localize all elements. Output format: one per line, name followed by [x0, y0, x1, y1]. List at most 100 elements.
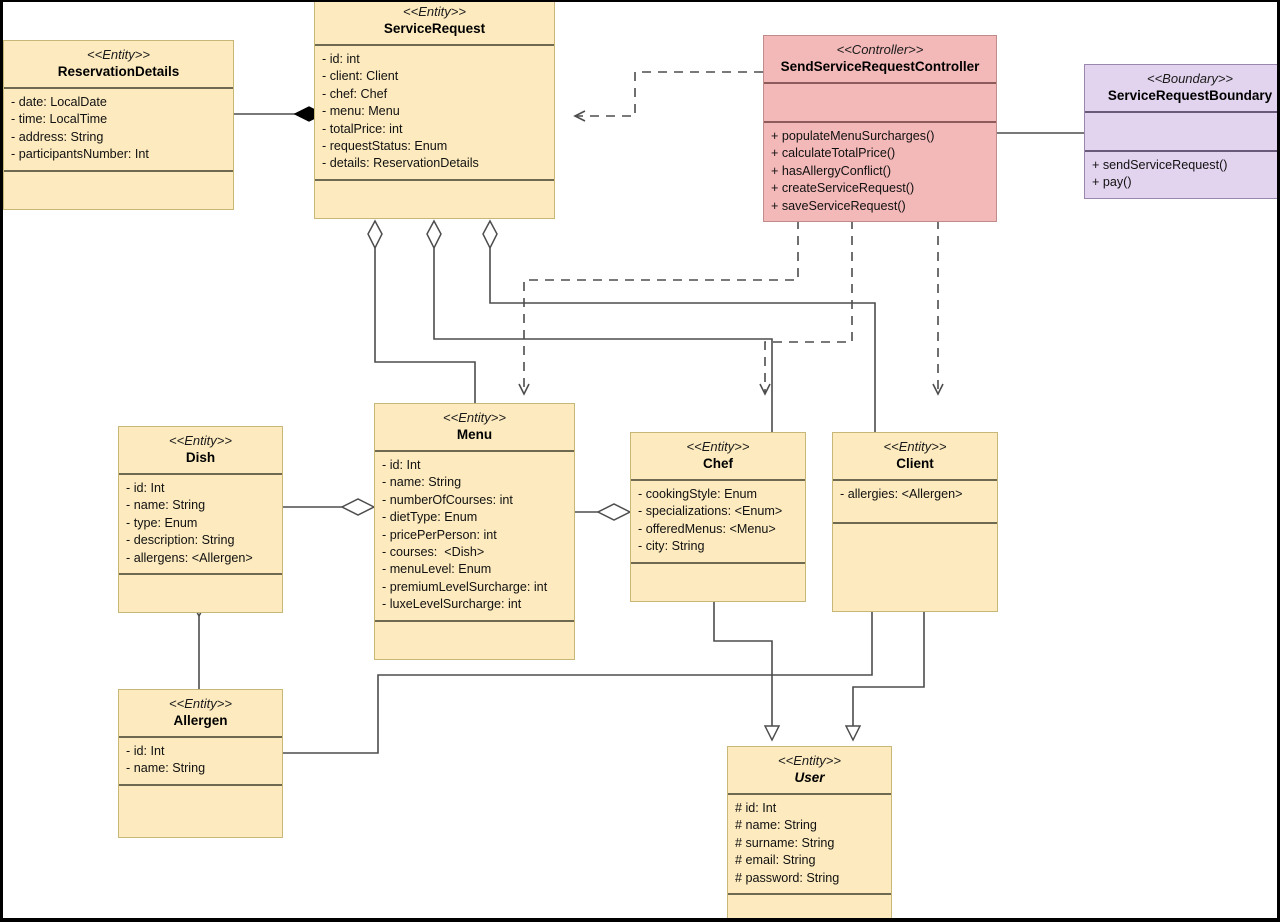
edge-chef-user: [713, 583, 772, 740]
separator: [1085, 150, 1277, 152]
class-service-request[interactable]: <<Entity>> ServiceRequest - id: int - cl…: [314, 2, 555, 219]
stereotype-label: <<Entity>>: [403, 4, 466, 19]
attribute-row: - cookingStyle: Enum: [638, 487, 757, 501]
class-name: ServiceRequest: [383, 21, 486, 36]
stereotype-label: <<Entity>>: [87, 47, 150, 62]
separator: [764, 82, 996, 84]
operation-row: + populateMenuSurcharges(): [771, 129, 935, 143]
edge-controller-chef: [759, 220, 853, 396]
attribute-row: - premiumLevelSurcharge: int: [382, 579, 548, 594]
attribute-row: - dietType: Enum: [382, 510, 478, 525]
operations-compartment: [315, 181, 554, 218]
class-name: Allergen: [173, 713, 228, 728]
stereotype-label: <<Entity>>: [169, 433, 232, 448]
class-header: <<Entity>> Chef: [631, 433, 805, 479]
class-menu[interactable]: <<Entity>> Menu - id: Int - name: String…: [374, 403, 575, 660]
class-dish[interactable]: <<Entity>> Dish - id: Int - name: String…: [118, 426, 283, 614]
edge-client-allergen: [283, 583, 880, 754]
operation-row: + saveServiceRequest(): [771, 198, 906, 213]
stereotype-label: <<Entity>>: [883, 439, 947, 454]
class-name: Dish: [185, 450, 216, 465]
attribute-row: - participantsNumber: Int: [11, 147, 149, 162]
edge-servicerequest-menu: [367, 219, 476, 403]
attribute-row: - allergens: <Allergen>: [126, 550, 253, 565]
class-reservation-details[interactable]: <<Entity>> ReservationDetails - date: Lo…: [3, 40, 234, 210]
class-name: ServiceRequestBoundary: [1107, 88, 1273, 103]
attribute-row: - offeredMenus: <Menu>: [638, 521, 776, 536]
separator: [728, 793, 891, 795]
class-service-request-boundary[interactable]: <<Boundary>> ServiceRequestBoundary + se…: [1084, 64, 1277, 199]
operations-compartment: [833, 524, 997, 611]
operations-compartment: [375, 622, 574, 659]
attribute-row: - numberOfCourses: int: [382, 492, 513, 507]
attribute-row: - specializations: <Enum>: [638, 504, 783, 519]
class-name: User: [794, 770, 825, 785]
attribute-row: - name: String: [126, 761, 206, 776]
attributes-compartment: # id: Int # name: String # surname: Stri…: [728, 795, 891, 893]
edge-servicerequest-chef: [426, 219, 773, 432]
attribute-row: # name: String: [735, 818, 817, 833]
attributes-compartment: - id: Int - name: String - type: Enum - …: [119, 475, 282, 573]
class-name: Client: [896, 456, 934, 471]
separator: [764, 121, 996, 123]
separator: [119, 573, 282, 576]
class-allergen[interactable]: <<Entity>> Allergen - id: Int - name: St…: [118, 689, 283, 838]
attribute-row: - id: Int: [382, 458, 421, 472]
operation-row: + hasAllergyConflict(): [771, 163, 892, 178]
attribute-row: - name: String: [126, 498, 206, 513]
attribute-row: - id: Int: [126, 481, 165, 495]
class-name: Chef: [703, 456, 733, 471]
attribute-row: # password: String: [735, 870, 840, 885]
attribute-row: # email: String: [735, 853, 816, 868]
attribute-row: - details: ReservationDetails: [322, 156, 479, 171]
attribute-row: - name: String: [382, 475, 462, 490]
separator: [119, 473, 282, 475]
separator: [375, 619, 574, 622]
attribute-row: - courses: <Dish>: [382, 545, 485, 560]
attributes-compartment: [764, 84, 996, 121]
separator: [631, 561, 805, 564]
stereotype-label: <<Entity>>: [169, 696, 232, 711]
attribute-row: - chef: Chef: [322, 86, 388, 101]
separator: [375, 450, 574, 452]
attributes-compartment: - id: Int - name: String: [119, 738, 282, 784]
attributes-compartment: [1085, 113, 1277, 150]
class-send-service-request-controller[interactable]: <<Controller>> SendServiceRequestControl…: [763, 35, 997, 223]
attribute-row: - address: String: [11, 129, 104, 144]
attributes-compartment: - date: LocalDate - time: LocalTime - ad…: [4, 89, 233, 170]
separator: [119, 783, 282, 786]
operations-compartment: + populateMenuSurcharges() + calculateTo…: [764, 123, 996, 221]
stereotype-label: <<Entity>>: [686, 439, 750, 454]
attribute-row: - type: Enum: [126, 515, 198, 530]
edge-menu-dish: [283, 498, 376, 516]
separator: [833, 479, 997, 481]
edge-reservationdetails-servicerequest: [234, 106, 325, 122]
class-chef[interactable]: <<Entity>> Chef - cookingStyle: Enum - s…: [630, 432, 806, 602]
operation-row: + pay(): [1092, 175, 1132, 190]
attribute-row: - requestStatus: Enum: [322, 139, 448, 154]
class-header: <<Entity>> User: [728, 747, 891, 793]
class-header: <<Boundary>> ServiceRequestBoundary: [1085, 65, 1277, 111]
class-user[interactable]: <<Entity>> User # id: Int # name: String…: [727, 746, 892, 918]
attributes-compartment: - cookingStyle: Enum - specializations: …: [631, 481, 805, 562]
attribute-row: - id: int: [322, 52, 360, 66]
operations-compartment: [631, 564, 805, 601]
attribute-row: - luxeLevelSurcharge: int: [382, 597, 522, 612]
class-client[interactable]: <<Entity>> Client - allergies: <Allergen…: [832, 432, 998, 612]
operations-compartment: [4, 172, 233, 209]
attributes-compartment: - id: Int - name: String - numberOfCours…: [375, 452, 574, 620]
edge-chef-menu: [575, 503, 632, 521]
attribute-row: - id: Int: [126, 744, 165, 758]
attributes-compartment: - id: int - client: Client - chef: Chef …: [315, 46, 554, 179]
separator: [631, 479, 805, 481]
operation-row: + createServiceRequest(): [771, 181, 915, 196]
separator: [4, 169, 233, 172]
edge-controller-menu: [518, 220, 799, 396]
class-header: <<Entity>> ServiceRequest: [315, 2, 554, 44]
attribute-row: - menu: Menu: [322, 104, 400, 119]
attribute-row: - date: LocalDate: [11, 95, 107, 109]
separator: [1085, 111, 1277, 113]
attribute-row: - totalPrice: int: [322, 121, 403, 136]
attributes-compartment: - allergies: <Allergen>: [833, 481, 997, 522]
